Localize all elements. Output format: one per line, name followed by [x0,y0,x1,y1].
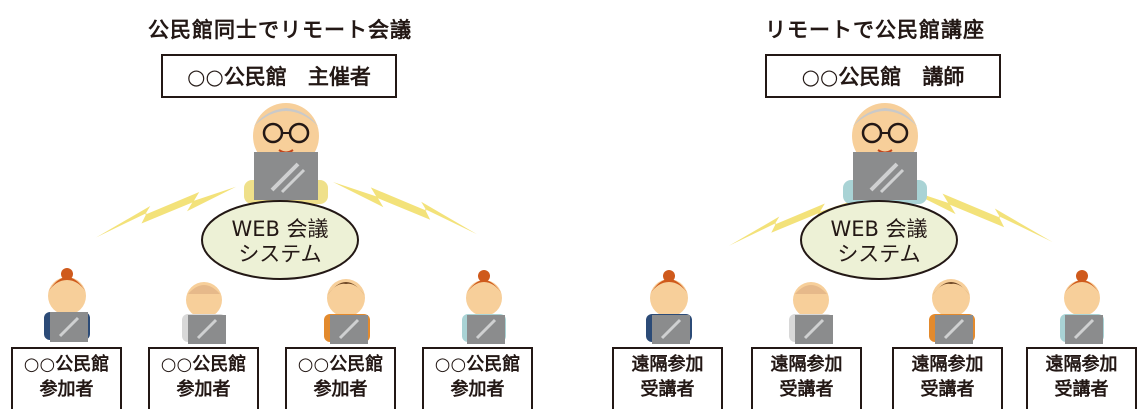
participant-box: ○○公民館 参加者 [285,347,396,409]
participant-box: ○○公民館 参加者 [148,347,259,409]
remote-meeting-panel: 公民館同士でリモート会議 ○○公民館 主催者 WEB 会議 システム ○○公民館… [0,0,560,409]
participant-line2: 参加者 [39,379,94,400]
participant-line2: 参加者 [450,379,505,400]
participant-line2: 受講者 [640,379,695,400]
participant-person-icon [789,282,833,344]
host-label-box: ○○公民館 講師 [765,54,1001,98]
panel-title: 公民館同士でリモート会議 [148,18,412,42]
remote-lecture-panel: リモートで公民館講座 ○○公民館 講師 WEB 会議 システム 遠隔参加 受講者… [579,0,1139,409]
participant-line2: 受講者 [920,379,975,400]
participant-line1: 遠隔参加 [631,354,704,375]
participant-person-icon [324,279,370,344]
participant-person-icon [462,270,506,344]
participant-box: 遠隔参加 受講者 [612,347,723,409]
participant-person-icon [646,270,692,344]
participant-line1: ○○公民館 [434,354,521,375]
web-system-line1: WEB 会議 [231,217,329,241]
participant-line1: ○○公民館 [23,354,110,375]
participant-box: 遠隔参加 受講者 [1026,347,1137,409]
participant-line2: 参加者 [176,379,231,400]
participant-box: 遠隔参加 受講者 [892,347,1003,409]
web-system-ellipse [800,200,958,280]
panel-title: リモートで公民館講座 [765,18,985,42]
web-system-label: WEB 会議 システム [799,217,959,267]
participant-line1: ○○公民館 [297,354,384,375]
participant-line1: ○○公民館 [160,354,247,375]
web-system-line2: システム [837,242,921,266]
host-person-icon [244,103,328,204]
participant-person-icon [929,279,975,344]
participant-line1: 遠隔参加 [1045,354,1118,375]
host-label-box: ○○公民館 主催者 [161,54,397,98]
web-system-line1: WEB 会議 [830,217,928,241]
participant-line2: 受講者 [1054,379,1109,400]
web-system-label: WEB 会議 システム [200,217,360,267]
participant-box: 遠隔参加 受講者 [751,347,862,409]
network-illustration [44,103,506,344]
web-system-ellipse [201,200,359,280]
host-person-icon [843,103,927,204]
participant-person-icon [1060,270,1104,344]
web-system-line2: システム [238,242,322,266]
participant-line1: 遠隔参加 [911,354,984,375]
participant-box: ○○公民館 参加者 [422,347,533,409]
participant-line2: 参加者 [313,379,368,400]
participant-person-icon [44,268,90,342]
network-illustration [646,103,1104,344]
participant-line2: 受講者 [779,379,834,400]
participant-box: ○○公民館 参加者 [11,347,122,409]
participant-line1: 遠隔参加 [770,354,843,375]
participant-person-icon [182,282,226,344]
